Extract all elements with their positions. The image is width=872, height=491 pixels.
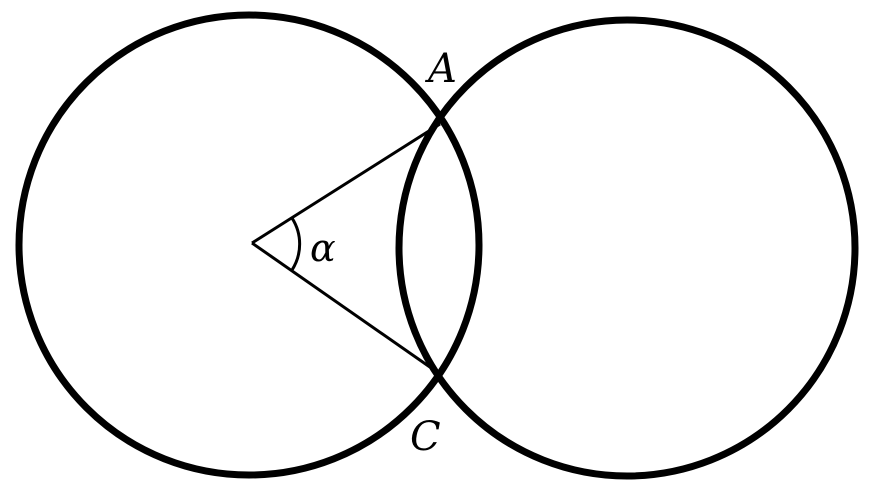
label-c: C bbox=[410, 414, 441, 460]
right-circle bbox=[395, 16, 859, 480]
radius-to-a bbox=[251, 122, 441, 245]
label-a: A bbox=[424, 46, 457, 92]
angle-arc bbox=[290, 217, 302, 271]
label-alpha: α bbox=[310, 226, 336, 270]
radius-to-c bbox=[251, 241, 438, 374]
left-circle bbox=[15, 11, 483, 479]
